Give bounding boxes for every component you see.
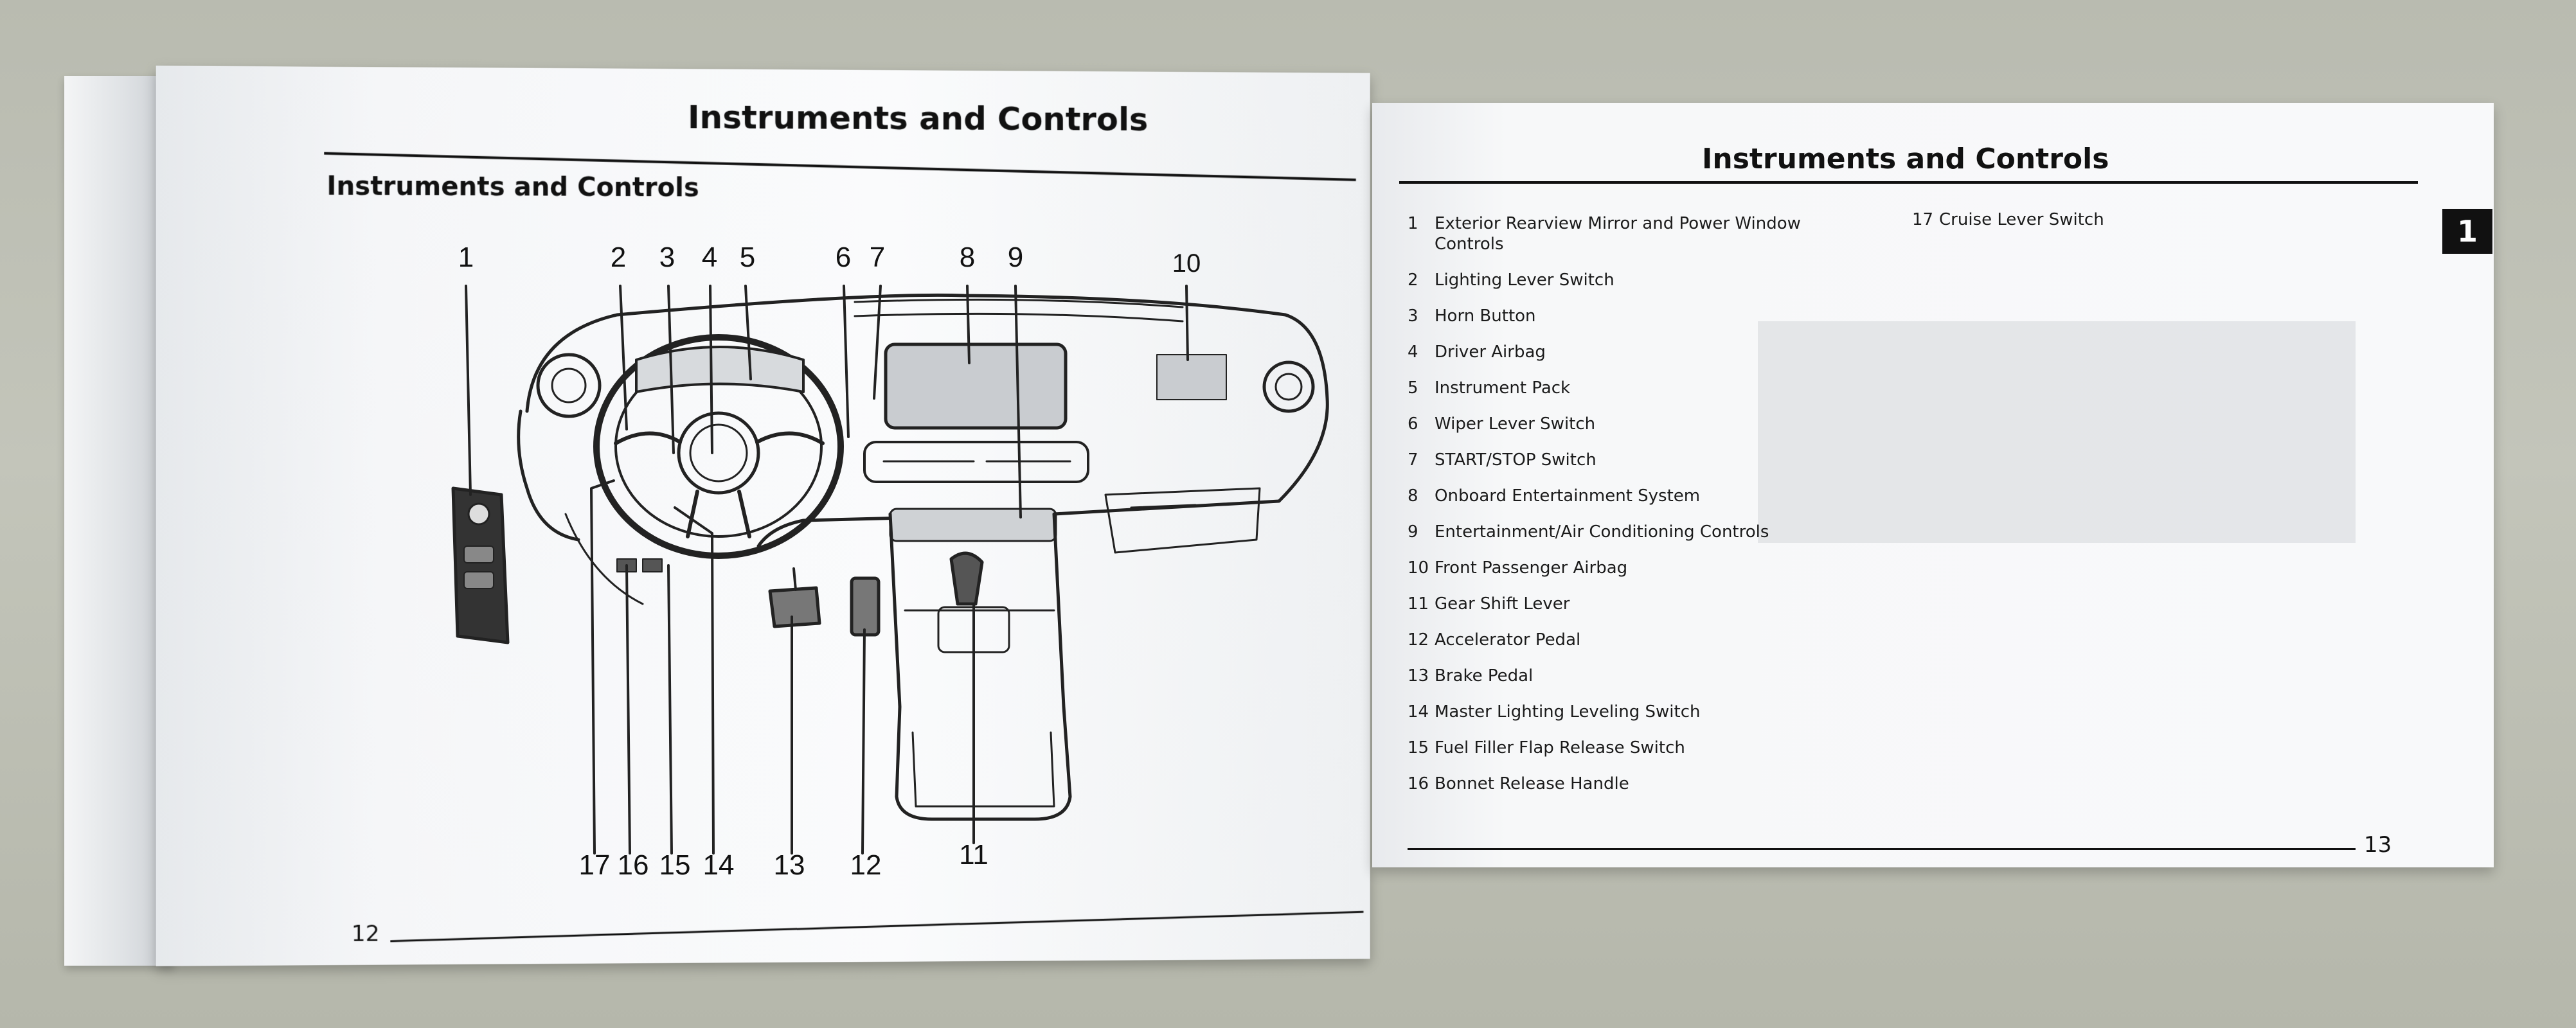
- legend-item-number: 16: [1408, 774, 1429, 793]
- legend-item: 13 Brake Pedal: [1408, 666, 1857, 686]
- legend-item: 16 Bonnet Release Handle: [1408, 774, 1857, 794]
- callout-bottom-13: 13: [773, 849, 805, 881]
- legend-item: 7 START/STOP Switch: [1408, 450, 1857, 470]
- legend-item: 3 Horn Button: [1408, 306, 1857, 326]
- callout-top-6: 6: [835, 242, 852, 273]
- legend-item-number: 8: [1408, 486, 1418, 506]
- legend-item-text: Brake Pedal: [1435, 666, 1534, 686]
- legend-item: 12 Accelerator Pedal: [1408, 630, 1857, 650]
- legend-item-text: Front Passenger Airbag: [1435, 558, 1628, 578]
- legend-item: 5 Instrument Pack: [1408, 378, 1857, 398]
- legend-item: 17 Cruise Lever Switch: [1912, 209, 2233, 230]
- legend-column-1: 1 Exterior Rearview Mirror and Power Wind…: [1408, 213, 1857, 810]
- legend-item-number: 7: [1408, 450, 1418, 470]
- legend-item-text: Gear Shift Lever: [1435, 594, 1570, 614]
- callout-top-2: 2: [610, 242, 627, 273]
- legend-item: 14 Master Lighting Leveling Switch: [1408, 702, 1857, 722]
- legend-item-text: Lighting Lever Switch: [1435, 270, 1614, 290]
- callout-bottom-17: 17: [578, 849, 611, 881]
- legend-item: 8 Onboard Entertainment System: [1408, 486, 1857, 506]
- center-vents: [863, 441, 1089, 483]
- callout-bottom-12: 12: [850, 849, 882, 881]
- legend-item-text: Onboard Entertainment System: [1435, 486, 1701, 506]
- callout-bottom-11: 11: [959, 839, 988, 871]
- legend-item-number: 15: [1408, 738, 1429, 758]
- callout-top-9: 9: [1007, 242, 1024, 273]
- right-page-header: Instruments and Controls: [1702, 143, 2109, 175]
- legend-item-text: Wiper Lever Switch: [1435, 414, 1596, 434]
- callout-top-1: 1: [458, 242, 474, 273]
- legend-item-text: Driver Airbag: [1435, 342, 1546, 362]
- legend-item-number: 3: [1408, 306, 1418, 326]
- legend-item-number: 11: [1408, 594, 1429, 614]
- center-console: [888, 512, 1072, 821]
- climate-panel: [889, 508, 1057, 542]
- legend-item-text: Instrument Pack: [1435, 378, 1571, 398]
- legend-item-number: 4: [1408, 342, 1418, 362]
- right-header-rule: [1399, 181, 2418, 184]
- callout-bottom-14: 14: [702, 849, 735, 881]
- steering-wheel: [593, 334, 844, 559]
- legend-item: 11 Gear Shift Lever: [1408, 594, 1857, 614]
- right-footer-rule: [1408, 848, 2356, 850]
- legend-item-number: 12: [1408, 630, 1429, 650]
- callout-top-3: 3: [659, 242, 675, 273]
- legend-item-text: Entertainment/Air Conditioning Controls: [1435, 522, 1769, 542]
- legend-item-text: Accelerator Pedal: [1435, 630, 1581, 650]
- brake-pedal: [768, 586, 821, 628]
- legend-item-number: 14: [1408, 702, 1429, 722]
- callout-top-7: 7: [869, 242, 886, 273]
- legend-item-text: Master Lighting Leveling Switch: [1435, 702, 1701, 722]
- legend-item-number: 17: [1912, 210, 1934, 229]
- legend-item-number: 1: [1408, 214, 1418, 233]
- see-through-image-panel: [1758, 321, 2356, 543]
- callout-bottom-16: 16: [617, 849, 649, 881]
- legend-item-text: Cruise Lever Switch: [1939, 210, 2104, 229]
- instrument-cluster: [635, 346, 805, 393]
- legend-item-number: 9: [1408, 522, 1418, 542]
- right-air-vent: [1262, 360, 1315, 413]
- center-screen: [884, 342, 1068, 430]
- legend-item-number: 5: [1408, 378, 1418, 398]
- driver-airbag-hub: [677, 411, 760, 495]
- legend-item-number: 2: [1408, 270, 1418, 290]
- legend-item: 2 Lighting Lever Switch: [1408, 270, 1857, 290]
- legend-item-number: 10: [1408, 558, 1429, 578]
- callout-top-10: 10: [1172, 249, 1201, 278]
- window-switch-panel: [451, 486, 510, 644]
- left-air-vent: [536, 353, 602, 418]
- legend-column-2: 17 Cruise Lever Switch: [1912, 209, 2233, 245]
- chapter-tab: 1: [2442, 209, 2492, 254]
- right-page-number: 13: [2364, 832, 2392, 858]
- accelerator-pedal: [850, 576, 881, 637]
- legend-item-text: START/STOP Switch: [1435, 450, 1597, 470]
- gear-shift-lever: [949, 551, 984, 606]
- legend-item-number: 13: [1408, 666, 1429, 686]
- legend-item: 15 Fuel Filler Flap Release Switch: [1408, 738, 1857, 758]
- callout-top-4: 4: [701, 242, 718, 273]
- callout-bottom-15: 15: [659, 849, 691, 881]
- book-spine: [64, 76, 174, 966]
- dashboard-outline: [525, 293, 1329, 548]
- callout-top-8: 8: [959, 242, 976, 273]
- legend-item: 6 Wiper Lever Switch: [1408, 414, 1857, 434]
- legend-item: 4 Driver Airbag: [1408, 342, 1857, 362]
- legend-item-number: 6: [1408, 414, 1418, 434]
- passenger-airbag-panel: [1156, 354, 1227, 400]
- legend-item: 1 Exterior Rearview Mirror and Power Wind…: [1408, 213, 1857, 254]
- legend-item-text: Fuel Filler Flap Release Switch: [1435, 738, 1685, 758]
- legend-item-text: Exterior Rearview Mirror and Power Windo…: [1435, 214, 1801, 254]
- callout-top-5: 5: [739, 242, 756, 273]
- legend-item-text: Bonnet Release Handle: [1435, 774, 1629, 793]
- legend-item: 9 Entertainment/Air Conditioning Controls: [1408, 522, 1857, 542]
- glovebox: [1104, 487, 1261, 554]
- legend-item-text: Horn Button: [1435, 306, 1536, 326]
- legend-item: 10 Front Passenger Airbag: [1408, 558, 1857, 578]
